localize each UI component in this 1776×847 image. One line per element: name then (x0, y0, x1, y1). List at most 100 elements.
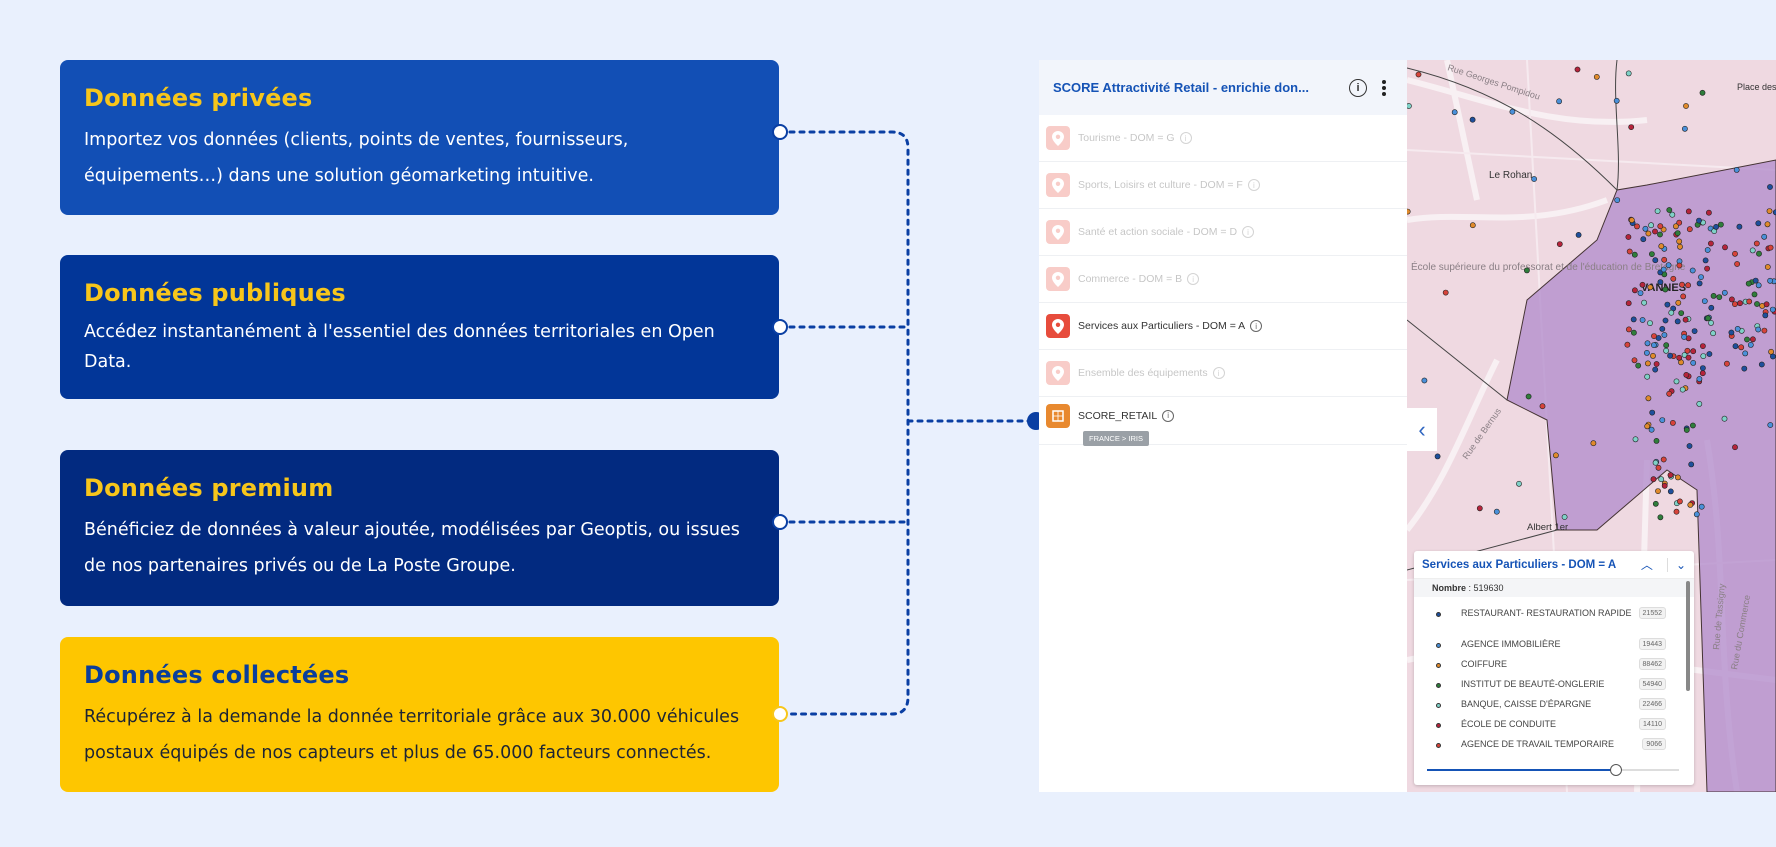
map-point (1556, 241, 1563, 247)
map-point (1691, 328, 1698, 334)
map-point (1722, 244, 1728, 251)
map-point (1509, 108, 1516, 115)
double-chevron-down-icon[interactable]: ⌄ (1666, 557, 1686, 572)
map-point (1681, 334, 1687, 340)
map-point (1655, 488, 1661, 494)
map-point (1696, 280, 1703, 287)
map-point (1685, 208, 1692, 215)
map-point (1639, 317, 1646, 323)
layer-badge: FRANCE > IRIS (1083, 431, 1149, 446)
legend-dot (1436, 643, 1441, 648)
map-point (1539, 403, 1546, 410)
map-point (1652, 500, 1659, 507)
map-point (1673, 508, 1680, 515)
collapse-panel-button[interactable]: ‹ (1407, 408, 1437, 451)
layer-item[interactable]: Commerce - DOM = B i (1039, 256, 1407, 303)
map-point (1686, 226, 1693, 233)
map-point (1661, 256, 1668, 263)
map-point (1683, 103, 1689, 109)
map-point (1669, 211, 1676, 218)
map-point (1732, 444, 1738, 451)
map-point (1686, 443, 1693, 449)
map-point (1660, 456, 1667, 463)
layer-item[interactable]: Santé et action sociale - DOM = D i (1039, 209, 1407, 256)
info-icon[interactable]: i (1212, 367, 1225, 379)
info-icon[interactable]: i (1187, 273, 1200, 285)
map-point (1657, 223, 1664, 230)
map-point (1648, 426, 1655, 433)
map-point (1755, 282, 1762, 289)
map-point (1699, 343, 1706, 349)
map-point (1451, 109, 1458, 116)
map-point (1658, 243, 1665, 250)
map-point (1667, 352, 1673, 359)
info-icon[interactable]: i (1179, 132, 1192, 144)
info-icon[interactable]: i (1247, 179, 1260, 191)
info-icon[interactable]: i (1349, 78, 1367, 97)
map-point (1666, 390, 1673, 397)
map-point (1696, 376, 1703, 382)
map-point (1763, 301, 1770, 308)
map-point (1698, 274, 1704, 280)
legend-scrollbar[interactable] (1686, 581, 1690, 691)
legend-count-label: Nombre (1432, 583, 1467, 593)
map-point (1659, 417, 1666, 423)
legend-dot (1436, 683, 1441, 688)
map-point (1648, 251, 1655, 257)
map-pin-icon (1046, 173, 1070, 197)
chevron-up-icon[interactable]: ︿ (1640, 558, 1653, 572)
map-point (1407, 103, 1412, 109)
map-point (1704, 247, 1711, 253)
map-point (1747, 341, 1754, 348)
map-point (1679, 281, 1685, 288)
map-point (1728, 296, 1735, 303)
layer-label: Santé et action sociale - DOM = D (1078, 226, 1238, 238)
card-text: Récupérez à la demande la donnée territo… (84, 707, 740, 763)
info-icon[interactable]: i (1250, 320, 1263, 332)
map-point (1556, 98, 1562, 105)
map-point (1662, 286, 1669, 293)
legend-item-value: 54940 (1638, 678, 1666, 690)
map-point (1755, 326, 1762, 333)
legend-dot (1436, 612, 1441, 617)
map-point (1723, 360, 1730, 367)
map-point (1660, 266, 1667, 273)
panel-title: SCORE Attractivité Retail - enrichie don… (1053, 80, 1309, 95)
map-point (1761, 327, 1768, 334)
map-point (1631, 287, 1638, 294)
layer-label: Tourisme - DOM = G (1078, 132, 1175, 144)
map-pin-icon (1046, 361, 1070, 385)
map-point (1655, 464, 1662, 471)
map-point (1689, 267, 1696, 274)
map-point (1676, 354, 1683, 361)
map-point (1645, 395, 1652, 402)
map-point (1632, 436, 1639, 443)
layer-label: Commerce - DOM = B (1078, 273, 1183, 285)
layer-item[interactable]: Tourisme - DOM = G i (1039, 115, 1407, 162)
info-icon[interactable]: i (1242, 226, 1255, 238)
legend-item-value: 88462 (1638, 658, 1666, 670)
map-point (1650, 476, 1657, 483)
map-point (1706, 351, 1713, 357)
map-pin-icon (1046, 314, 1070, 338)
map-point (1630, 316, 1637, 323)
map-point (1415, 71, 1422, 78)
map-point (1674, 318, 1681, 325)
map-point (1635, 362, 1642, 369)
opacity-slider[interactable] (1427, 764, 1679, 776)
more-vertical-icon[interactable] (1375, 79, 1393, 97)
opacity-slider-knob[interactable] (1610, 764, 1622, 776)
map-point (1753, 240, 1760, 247)
info-icon[interactable]: i (1162, 409, 1175, 422)
